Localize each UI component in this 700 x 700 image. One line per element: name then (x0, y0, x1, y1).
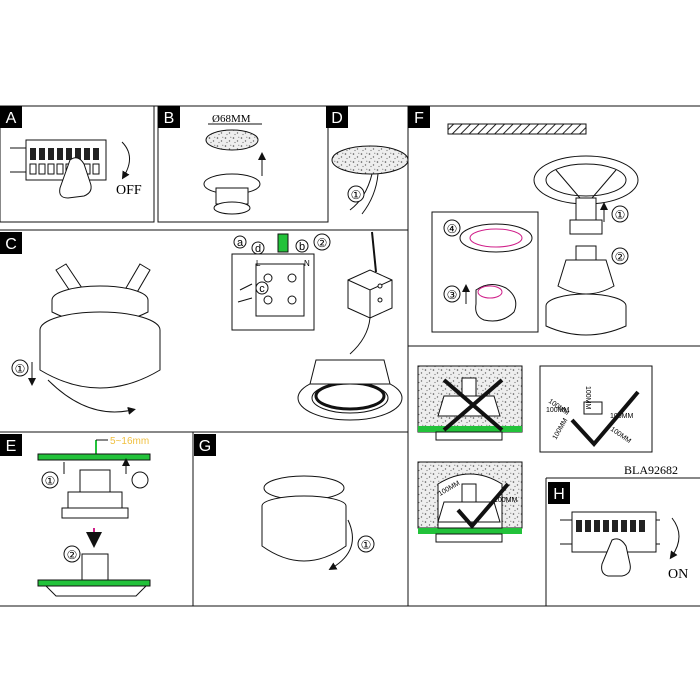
retaining-ring-icon (459, 223, 533, 253)
inset-box (431, 211, 539, 333)
ceiling-green-1 (418, 426, 522, 432)
panel-c-step1: ① (15, 362, 26, 376)
lamp-holder-ring-icon (533, 155, 639, 235)
rotate-arrow-icon-g (328, 519, 353, 571)
step-2-circle (313, 233, 331, 251)
panel-d-step1: ① (351, 188, 362, 202)
ceiling-hole-icon (205, 129, 259, 151)
panel-a-caption: OFF (116, 183, 142, 198)
term-d-label: d (255, 243, 261, 255)
recessed-fixture-icon (297, 359, 403, 421)
panel-e: E 5~16mm ① ② (0, 434, 151, 597)
panel-g-letter: G (199, 438, 211, 455)
grid-lines (0, 105, 700, 607)
panel-f-letter: F (414, 110, 424, 127)
check-icon-2 (456, 482, 510, 530)
clearance-label-h: 100MM (494, 497, 518, 504)
terminal-labels: a d b c L N (233, 235, 310, 295)
downlight-body-icon (39, 285, 161, 389)
panel-a-letter: A (6, 110, 17, 127)
breaker-strip-icon (10, 139, 107, 181)
gu10-bulb-icon (545, 245, 627, 336)
ceiling-disc-icon (331, 145, 409, 175)
panel-h-letter: H (553, 486, 565, 503)
mark-n: N (304, 259, 310, 268)
panel-g-step1: ① (361, 538, 372, 552)
check-icon (570, 390, 640, 448)
panel-f-step3: ③ (447, 288, 458, 302)
step-1-circle-c (11, 359, 29, 377)
switch-off-arrow-icon (121, 141, 130, 180)
fixture-side-icon (61, 469, 129, 519)
panel-f-step2: ② (615, 250, 626, 264)
ceiling-hatch (447, 123, 587, 135)
panel-f: F ① ② ④ ③ (408, 106, 639, 336)
hand-icon (59, 157, 92, 199)
panel-c-letter: C (5, 236, 17, 253)
panel-f-step4: ④ (447, 222, 458, 236)
clearance-panel: 100MM 100MM 100MM 100MM 100MM 100MM BLA9… (417, 365, 678, 543)
term-b-label: b (299, 241, 305, 253)
pinch-hand-icon (475, 284, 517, 322)
cross-icon (442, 378, 504, 432)
ceiling-green-2 (418, 528, 522, 534)
hand-icon-h (601, 538, 631, 577)
driver-box-icon (347, 269, 393, 319)
step-1-circle (347, 185, 365, 203)
panel-b-letter: B (164, 110, 175, 127)
rotate-arrow-icon (47, 379, 136, 415)
panel-e-step2: ② (67, 548, 78, 562)
panel-a-letter-box (0, 106, 22, 128)
panel-c: C ① (0, 232, 161, 415)
panel-f-step1: ① (615, 208, 626, 222)
panel-a: A OFF (0, 105, 155, 223)
downlight-finished-icon (261, 475, 347, 562)
model-code: BLA92682 (624, 463, 678, 477)
ground-wire-icon (277, 233, 289, 253)
switch-on-arrow-icon (669, 517, 680, 560)
panel-h-caption: ON (668, 567, 688, 582)
clearance-label-d: 100MM (610, 413, 634, 420)
panel-e-step1: ① (45, 474, 56, 488)
panel-d: D ① a d b c L N ② (231, 106, 409, 421)
panel-b: B Ø68MM (157, 105, 329, 223)
term-c-label: c (259, 283, 265, 295)
panel-e-dimension: 5~16mm (110, 436, 149, 447)
panel-g: G ① (194, 434, 375, 571)
mark-l: L (256, 259, 261, 268)
terminal-block-icon (231, 233, 315, 331)
fixture-installed-icon (44, 553, 148, 597)
panel-b-dimension: Ø68MM (212, 113, 251, 125)
panel-d-step2: ② (317, 236, 328, 250)
clearance-label-c: 100MM (546, 407, 570, 414)
panel-h: H ON (548, 482, 688, 582)
clearance-label-b: 100MM (584, 386, 591, 410)
term-a-label: a (237, 237, 244, 249)
panel-e-letter: E (6, 438, 17, 455)
panel-d-letter: D (331, 110, 343, 127)
fixture-top-icon (203, 173, 261, 215)
ceiling-board-green (37, 453, 151, 461)
